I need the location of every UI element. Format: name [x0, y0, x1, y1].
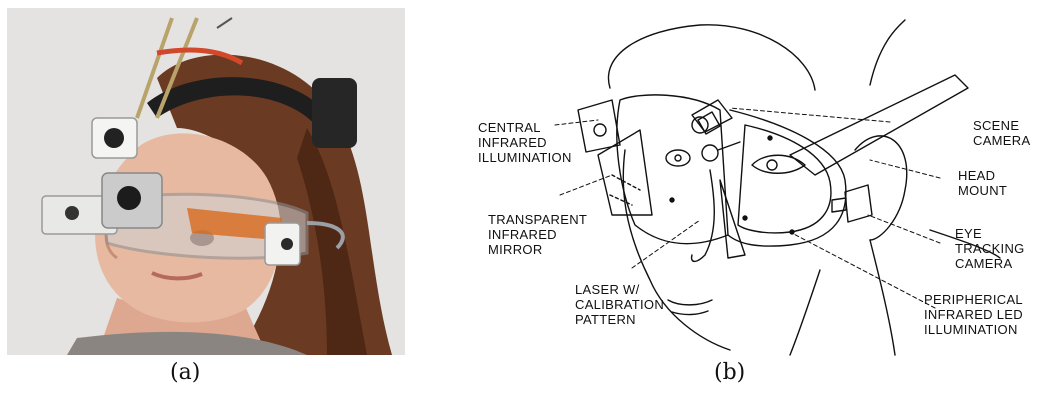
scene-camera-body — [692, 100, 732, 132]
leader-mirror — [560, 175, 612, 195]
photo-eye-tracker-headset — [7, 8, 405, 355]
left-eye — [666, 150, 690, 166]
label-transparent-infrared-mirror: TRANSPARENT INFRARED MIRROR — [488, 212, 587, 257]
mouth — [668, 300, 712, 305]
leader-scene — [730, 108, 890, 122]
leader-head-mount — [870, 160, 940, 178]
jaw-line — [790, 270, 820, 355]
left-lens-frame — [617, 95, 728, 244]
label-laser-calibration-pattern: LASER W/ CALIBRATION PATTERN — [575, 282, 664, 327]
nose — [692, 170, 715, 261]
temple-arm — [790, 75, 968, 175]
central-illumination-housing — [578, 100, 620, 152]
ear-outline — [855, 136, 907, 240]
laser — [702, 145, 718, 161]
hair-outline — [870, 20, 905, 85]
photo-illustration — [7, 8, 405, 355]
right-lens-frame — [728, 110, 846, 246]
label-peripheral-infrared-led-illumination: PERIPHERICAL INFRARED LED ILLUMINATION — [924, 292, 1023, 337]
head-outline — [608, 25, 815, 90]
leader-eye-cam — [868, 215, 940, 243]
label-eye-tracking-camera: EYE TRACKING CAMERA — [955, 226, 1025, 271]
eye-tracking-camera — [845, 185, 872, 222]
neck-line — [870, 240, 895, 355]
label-central-infrared-illumination: CENTRAL INFRARED ILLUMINATION — [478, 120, 572, 165]
nose-pad — [720, 180, 745, 258]
central-led — [594, 124, 606, 136]
label-scene-camera: SCENE CAMERA — [973, 118, 1030, 148]
right-eye — [752, 155, 805, 173]
caption-a: (a) — [170, 360, 200, 385]
label-head-mount: HEAD MOUNT — [958, 168, 1007, 198]
caption-b: (b) — [714, 360, 745, 385]
